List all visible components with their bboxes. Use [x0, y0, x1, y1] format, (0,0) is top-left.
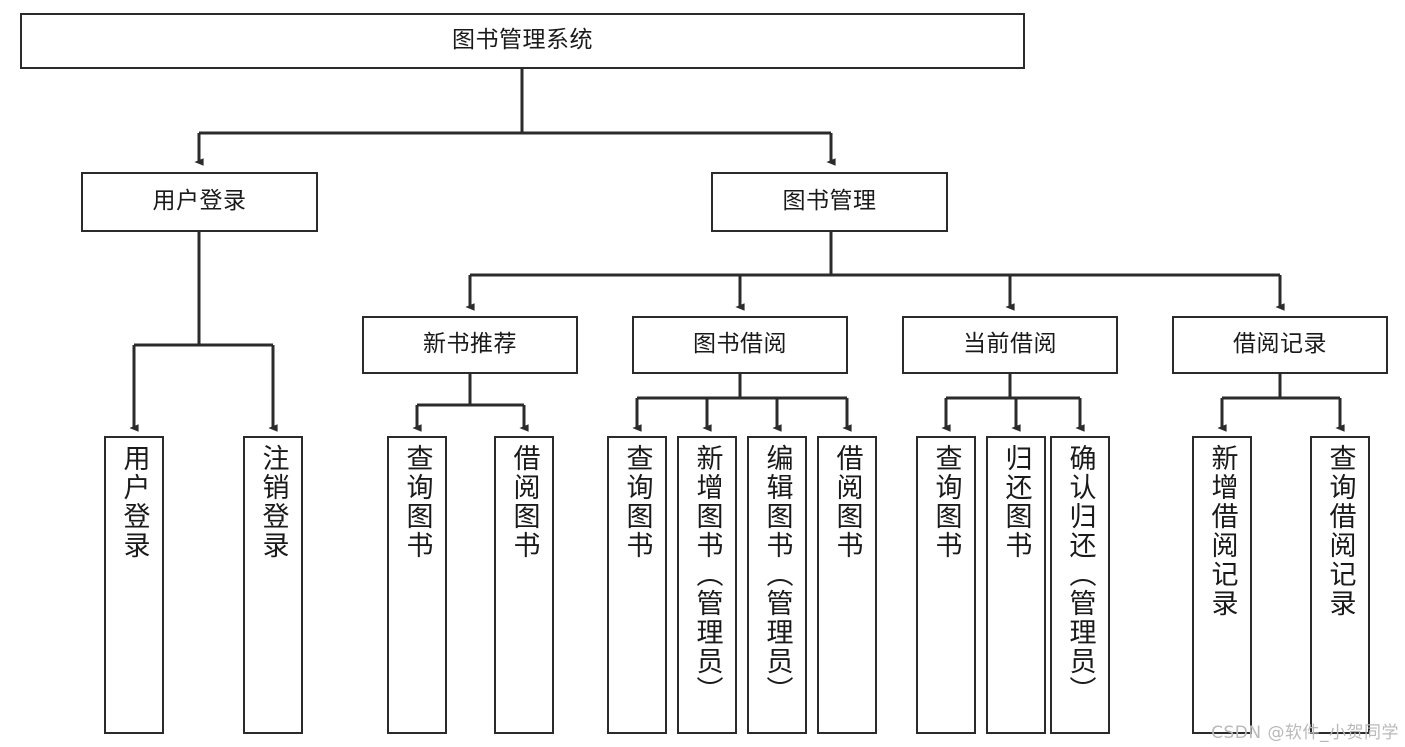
- node-leaf-confirm-return[interactable]: 确认归还（管理员）: [1050, 436, 1110, 734]
- node-leaf-query-borrow-record[interactable]: 查询借阅记录: [1310, 436, 1370, 734]
- node-label: 用户登录: [152, 188, 247, 215]
- node-leaf-query-book-3[interactable]: 查询图书: [916, 436, 976, 734]
- node-leaf-query-book-2[interactable]: 查询图书: [607, 436, 667, 734]
- node-leaf-borrow-book-2[interactable]: 借阅图书: [817, 436, 877, 734]
- node-label: 新书推荐: [423, 331, 517, 358]
- node-root-library-system[interactable]: 图书管理系统: [20, 13, 1025, 69]
- node-label: 借阅记录: [1233, 331, 1327, 358]
- node-label: 新增借阅记录: [1206, 444, 1238, 618]
- node-label: 查询图书: [930, 444, 962, 560]
- node-book-borrow[interactable]: 图书借阅: [632, 316, 848, 374]
- node-leaf-add-borrow-record[interactable]: 新增借阅记录: [1192, 436, 1252, 734]
- node-leaf-user-login[interactable]: 用户登录: [104, 436, 164, 734]
- node-user-login[interactable]: 用户登录: [81, 172, 318, 232]
- node-label: 查询借阅记录: [1324, 444, 1356, 618]
- node-label: 图书管理: [782, 188, 877, 215]
- node-label: 用户登录: [118, 444, 150, 560]
- node-label: 图书借阅: [693, 331, 787, 358]
- node-leaf-query-book-1[interactable]: 查询图书: [387, 436, 447, 734]
- node-label: 注销登录: [257, 444, 289, 560]
- node-label: 新增图书（管理员）: [691, 444, 723, 705]
- node-book-management[interactable]: 图书管理: [711, 172, 948, 232]
- node-label: 借阅图书: [508, 444, 540, 560]
- node-leaf-add-book[interactable]: 新增图书（管理员）: [677, 436, 737, 734]
- node-leaf-borrow-book-1[interactable]: 借阅图书: [494, 436, 554, 734]
- node-label: 查询图书: [621, 444, 653, 560]
- node-borrow-record[interactable]: 借阅记录: [1172, 316, 1388, 374]
- node-leaf-return-book[interactable]: 归还图书: [986, 436, 1046, 734]
- node-label: 借阅图书: [831, 444, 863, 560]
- node-label: 归还图书: [1000, 444, 1032, 560]
- node-label: 查询图书: [401, 444, 433, 560]
- node-new-book-recommend[interactable]: 新书推荐: [362, 316, 578, 374]
- node-leaf-logout-login[interactable]: 注销登录: [243, 436, 303, 734]
- node-label: 图书管理系统: [452, 27, 593, 54]
- node-label: 当前借阅: [963, 331, 1057, 358]
- node-current-borrow[interactable]: 当前借阅: [902, 316, 1118, 374]
- node-label: 编辑图书（管理员）: [761, 444, 793, 705]
- watermark-csdn: CSDN @软件_小贺同学: [1211, 723, 1399, 743]
- node-label: 确认归还（管理员）: [1064, 444, 1096, 705]
- node-leaf-edit-book[interactable]: 编辑图书（管理员）: [747, 436, 807, 734]
